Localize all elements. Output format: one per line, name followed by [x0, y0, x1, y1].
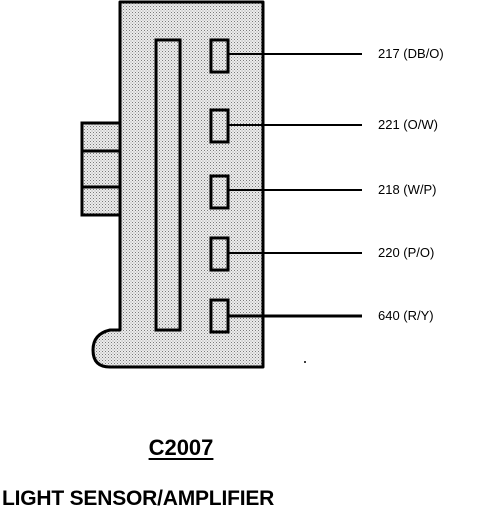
pin-labels: 217 (DB/O) 221 (O/W) 218 (W/P) 220 (P/O)…	[378, 46, 444, 323]
connector-slot	[154, 38, 182, 332]
pin-label-5: 640 (R/Y)	[378, 308, 434, 323]
pin-label-3: 218 (W/P)	[378, 182, 437, 197]
pin-cavities	[209, 38, 230, 334]
side-tab-middle	[80, 149, 124, 189]
pin-cavity-5	[209, 298, 230, 334]
pin-label-1: 217 (DB/O)	[378, 46, 444, 61]
side-tab-top	[80, 121, 124, 153]
print-speck	[304, 361, 306, 363]
pin-label-4: 220 (P/O)	[378, 245, 434, 260]
side-tabs	[80, 121, 124, 217]
pin-cavity-2	[209, 108, 230, 144]
pin-cavity-4	[209, 236, 230, 272]
pin-cavity-3	[209, 174, 230, 210]
connector-id: C2007	[148, 435, 214, 460]
component-name: LIGHT SENSOR/AMPLIFIER	[2, 487, 275, 510]
pin-label-2: 221 (O/W)	[378, 117, 438, 132]
side-tab-bottom	[80, 185, 124, 217]
leader-lines	[228, 53, 362, 318]
pin-cavity-1	[209, 38, 230, 74]
